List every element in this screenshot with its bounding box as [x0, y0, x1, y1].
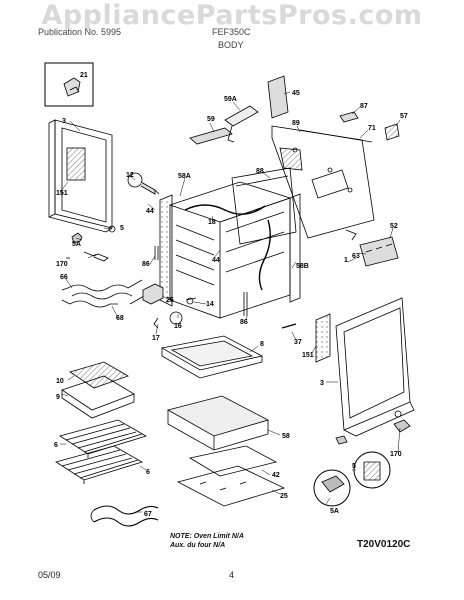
part-59-vent: [189, 75, 289, 145]
callout-3-left: 3: [62, 118, 66, 125]
part-10-9-broiler-pan: [61, 361, 135, 419]
callout-18: 18: [208, 219, 216, 226]
callout-42: 42: [272, 472, 280, 479]
part-21-inset: [44, 62, 94, 107]
part-6-oven-racks: [55, 419, 147, 484]
callout-45: 45: [292, 90, 300, 97]
callout-68: 68: [116, 315, 124, 322]
callout-86-left: 86: [142, 261, 150, 268]
callout-9: 9: [56, 394, 60, 401]
part-71-rear-panel: [271, 111, 400, 239]
callout-17: 17: [152, 335, 160, 342]
part-66-68-elements: [61, 279, 145, 308]
callout-25: 25: [280, 493, 288, 500]
callout-44-center: 44: [212, 257, 220, 264]
callout-44-left: 44: [146, 208, 154, 215]
footer-date: 05/09: [38, 570, 61, 580]
callout-12: 12: [126, 172, 134, 179]
callout-37: 37: [294, 339, 302, 346]
part-3-oven-door-left: [48, 119, 113, 233]
callout-151-right: 151: [302, 352, 314, 359]
part-42-25-drawer: [176, 445, 286, 507]
callout-67: 67: [144, 511, 152, 518]
callout-89: 89: [292, 120, 300, 127]
callout-10: 10: [56, 378, 64, 385]
callout-170-right: 170: [390, 451, 402, 458]
part-5-hinge-right: [313, 410, 411, 507]
callout-5A-right: 5A: [330, 508, 339, 515]
callout-66: 66: [60, 274, 68, 281]
page-number: 4: [229, 570, 235, 580]
callout-71: 71: [368, 125, 376, 132]
callout-151-left: 151: [56, 190, 68, 197]
part-86-bracket-a: [154, 246, 159, 260]
callout-63: 63: [352, 253, 360, 260]
part-52-terminal-block: [345, 229, 399, 267]
callout-5-left: 5: [120, 225, 124, 232]
part-88-side-panel: [231, 167, 297, 245]
callout-58B: 58B: [296, 263, 309, 270]
note-block: NOTE: Oven Limit N/A Aux. du four N/A: [170, 532, 244, 550]
part-86-bracket-b: [243, 292, 248, 316]
callout-52: 52: [390, 223, 398, 230]
callout-1: 1: [344, 257, 348, 264]
note-line-2: Aux. du four N/A: [170, 542, 226, 549]
diagram-code: T20V0120C: [357, 539, 411, 550]
callout-21: 21: [80, 72, 88, 79]
callout-170-left: 170: [56, 261, 68, 268]
callout-5-right: 5: [352, 463, 356, 470]
publication-label: Publication No. 5995: [38, 27, 122, 37]
small-parts-26-14-16-17: [142, 283, 197, 329]
callout-58: 58: [282, 433, 290, 440]
part-58-insulation: [166, 395, 270, 451]
callout-6-top: 6: [54, 442, 58, 449]
callout-5A-left: 5A: [72, 241, 81, 248]
part-37-clip: [281, 323, 297, 329]
callout-86-right: 86: [240, 319, 248, 326]
part-67-element: [90, 505, 159, 527]
callout-6-bottom: 6: [146, 469, 150, 476]
callout-14: 14: [206, 301, 214, 308]
callout-87: 87: [360, 103, 368, 110]
model-label: FEF350C: [212, 27, 251, 37]
callout-3-right: 3: [320, 380, 324, 387]
callout-59: 59: [207, 116, 215, 123]
part-8-oven-bottom: [160, 335, 264, 379]
callout-59A: 59A: [224, 96, 237, 103]
oven-cavity-body: [159, 181, 301, 319]
callout-26: 26: [166, 297, 174, 304]
callout-8: 8: [260, 341, 264, 348]
leader-lines: [59, 91, 401, 513]
part-12-component: [127, 172, 160, 195]
callout-88: 88: [256, 168, 264, 175]
callout-57: 57: [400, 113, 408, 120]
part-5-hinge-left: [66, 225, 116, 262]
callout-58A: 58A: [178, 173, 191, 180]
note-line-1: NOTE: Oven Limit N/A: [170, 533, 244, 540]
part-3-oven-door-right: [315, 297, 415, 437]
section-title: BODY: [218, 40, 244, 50]
callout-16: 16: [174, 323, 182, 330]
